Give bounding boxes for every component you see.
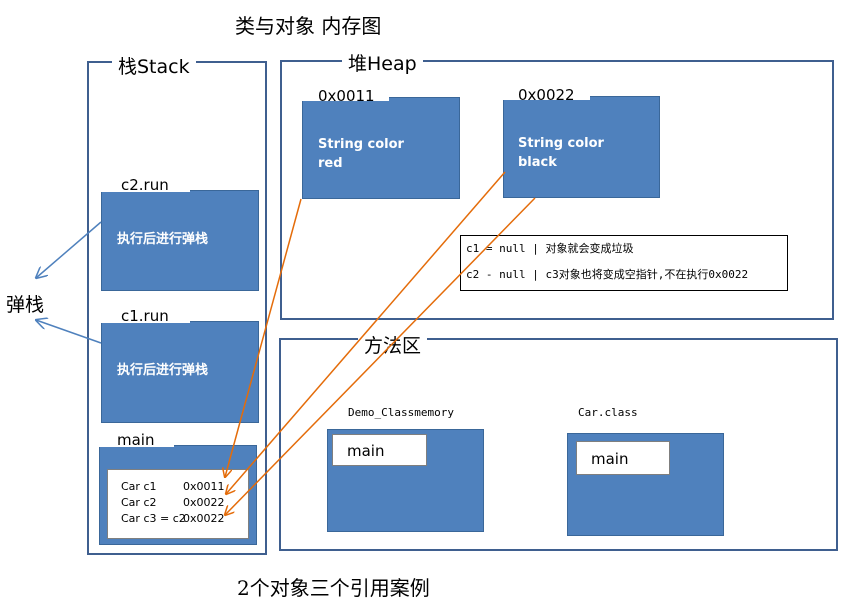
frame-tab-label: c2.run xyxy=(121,176,169,194)
heap-object-0x0011: 0x0011 String color red xyxy=(301,85,460,199)
stack-frame-c1-run: c1.run 执行后进行弹栈 xyxy=(100,303,259,423)
main-variables-box: Car c1 0x0011 Car c2 0x0022 Car c3 = c2 … xyxy=(107,469,249,539)
var-value: 0x0022 xyxy=(183,496,225,509)
var-name: Car c1 xyxy=(121,480,157,493)
method-box: main xyxy=(332,434,427,466)
arrow-c1-to-0x0011 xyxy=(225,198,302,477)
var-name: Car c3 = c2 xyxy=(121,512,186,525)
frame-tab-label: main xyxy=(117,431,155,449)
object-address: 0x0011 xyxy=(318,87,375,105)
frame-tab-label: c1.run xyxy=(121,307,169,325)
arrow-c2-to-0x0022 xyxy=(226,171,506,494)
stack-label: 栈Stack xyxy=(112,52,196,79)
heap-note: c1 = null | 对象就会变成垃圾 c2 - null | c3对象也将变… xyxy=(460,235,788,291)
object-field: String color xyxy=(318,137,404,152)
class-box-demo-classmemory: main xyxy=(327,429,484,532)
frame-text: 执行后进行弹栈 xyxy=(117,363,209,378)
heap-label: 堆Heap xyxy=(342,49,423,76)
pop-stack-label: 弹栈 xyxy=(6,294,45,316)
note-line: c1 = null | 对象就会变成垃圾 xyxy=(466,242,634,255)
method-box: main xyxy=(576,441,670,475)
note-line: c2 - null | c3对象也将变成空指针,不在执行0x0022 xyxy=(466,268,749,281)
var-value: 0x0011 xyxy=(183,480,225,493)
stack-frame-main: main Car c1 0x0011 Car c2 0x0022 Car c3 … xyxy=(98,429,257,545)
diagram-title: 类与对象 内存图 xyxy=(235,14,382,38)
method-area-label: 方法区 xyxy=(358,331,428,358)
diagram-footer: 2个对象三个引用案例 xyxy=(237,576,430,600)
arrow-pop-c1 xyxy=(36,320,102,344)
method-name: main xyxy=(591,450,629,468)
var-value: 0x0022 xyxy=(183,512,225,525)
var-name: Car c2 xyxy=(121,496,157,509)
stack-frame-c2-run: c2.run 执行后进行弹栈 xyxy=(100,172,259,291)
heap-object-0x0022: 0x0022 String color black xyxy=(502,84,660,198)
class-box-car: main xyxy=(567,433,724,536)
method-name: main xyxy=(347,442,385,460)
object-field: String color xyxy=(518,136,604,151)
class-name: Car.class xyxy=(578,406,638,419)
object-address: 0x0022 xyxy=(518,86,575,104)
arrow-c3-to-0x0022 xyxy=(225,197,536,515)
frame-text: 执行后进行弹栈 xyxy=(117,232,209,247)
arrow-pop-c2 xyxy=(36,221,102,278)
object-field-value: red xyxy=(318,156,343,171)
class-name: Demo_Classmemory xyxy=(348,406,454,419)
object-field-value: black xyxy=(518,155,557,170)
